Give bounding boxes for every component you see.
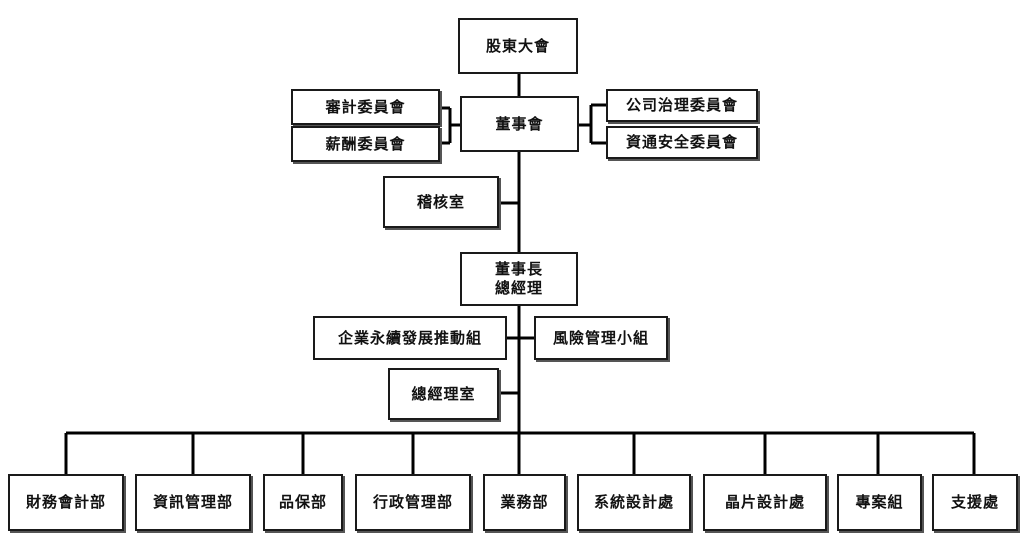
department-label: 系統設計處	[593, 493, 674, 511]
department-box: 行政管理部	[355, 474, 471, 531]
governance-committee-box: 公司治理委員會	[606, 89, 758, 122]
chairman-gm-box: 董事長 總經理	[460, 252, 578, 306]
board-label: 董事會	[495, 114, 544, 133]
compensation-committee-box: 薪酬委員會	[291, 126, 440, 162]
internal-audit-box: 稽核室	[383, 176, 499, 228]
risk-team-box: 風險管理小組	[534, 316, 668, 360]
department-label: 財務會計部	[25, 493, 106, 511]
board-box: 董事會	[460, 96, 579, 152]
department-box: 系統設計處	[577, 474, 691, 531]
audit-committee-label: 審計委員會	[325, 97, 406, 116]
security-committee-label: 資通安全委員會	[625, 133, 738, 151]
internal-audit-label: 稽核室	[416, 192, 465, 211]
department-box: 晶片設計處	[703, 474, 827, 531]
department-label: 支援處	[950, 493, 999, 511]
governance-committee-label: 公司治理委員會	[625, 96, 738, 114]
gm-office-label: 總經理室	[411, 384, 476, 403]
department-label: 行政管理部	[372, 493, 453, 511]
esg-team-box: 企業永續發展推動組	[313, 316, 507, 360]
risk-team-label: 風險管理小組	[552, 328, 649, 347]
security-committee-box: 資通安全委員會	[606, 126, 758, 159]
gm-office-box: 總經理室	[388, 368, 499, 420]
shareholders-label: 股東大會	[485, 36, 550, 55]
department-box: 專案組	[837, 474, 922, 531]
department-box: 支援處	[932, 474, 1018, 531]
department-box: 品保部	[263, 474, 343, 531]
department-label: 專案組	[855, 493, 904, 511]
compensation-committee-label: 薪酬委員會	[325, 134, 406, 153]
esg-team-label: 企業永續發展推動組	[337, 328, 482, 347]
department-box: 資訊管理部	[135, 474, 251, 531]
department-label: 品保部	[278, 493, 327, 511]
department-label: 業務部	[500, 493, 549, 511]
department-box: 財務會計部	[8, 474, 124, 531]
department-box: 業務部	[483, 474, 566, 531]
department-label: 資訊管理部	[152, 493, 233, 511]
shareholders-meeting-box: 股東大會	[458, 18, 578, 74]
audit-committee-box: 審計委員會	[291, 89, 440, 125]
chairman-gm-label: 董事長 總經理	[494, 260, 543, 297]
department-label: 晶片設計處	[724, 493, 805, 511]
